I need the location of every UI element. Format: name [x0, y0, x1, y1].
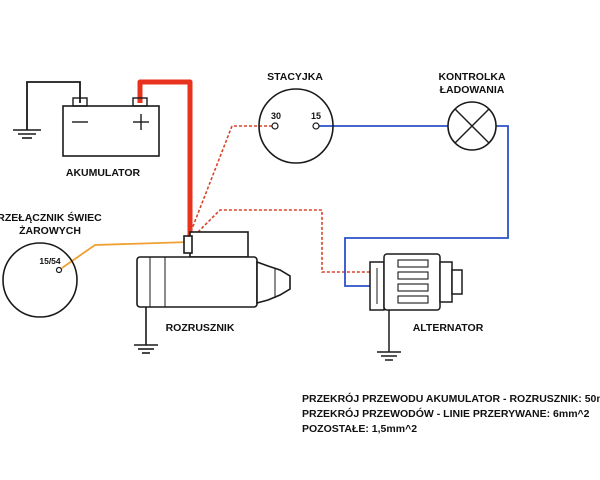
- ground-icon: [13, 129, 41, 139]
- ignition-terminal-30: [271, 122, 279, 130]
- ignition-lamp-alternator-wire: [317, 125, 509, 287]
- battery-ground-wire: [26, 81, 81, 130]
- starter-alternator-dashed-wire: [197, 209, 372, 273]
- starter-solenoid-cap: [183, 235, 193, 254]
- ignition-starter-dashed-wire: [189, 125, 272, 235]
- glow-switch-label-line1: PRZEŁĄCZNIK ŚWIEC: [0, 211, 102, 224]
- glow-plug-switch: PRZEŁĄCZNIK ŚWIEC ŻAROWYCH 15/54: [0, 211, 102, 318]
- note-line-2: PRZEKRÓJ PRZEWODÓW - LINIE PRZERYWANE: 6…: [302, 407, 590, 420]
- glow-switch-starter-wire: [61, 241, 191, 269]
- charge-lamp-label-line2: ŁADOWANIA: [440, 84, 505, 96]
- cable-notes: PRZEKRÓJ PRZEWODU AKUMULATOR - ROZRUSZNI…: [302, 392, 600, 435]
- alternator-pulley: [439, 261, 453, 303]
- glow-switch-terminal-label: 15/54: [39, 256, 61, 266]
- ignition-terminal-15: [312, 122, 320, 130]
- note-line-3: POZOSTAŁE: 1,5mm^2: [302, 423, 417, 435]
- starter-solenoid: [189, 231, 249, 258]
- ignition-label: STACYJKA: [267, 71, 323, 83]
- battery-starter-cable: [137, 79, 193, 240]
- ignition-switch: STACYJKA 30 15: [258, 71, 334, 164]
- starter-label: ROZRUSZNIK: [166, 322, 235, 334]
- battery-label: AKUMULATOR: [66, 167, 141, 179]
- alternator-label: ALTERNATOR: [413, 322, 484, 334]
- starter-drive-end: [256, 260, 291, 305]
- lamp-cross-icon: [454, 108, 490, 144]
- note-line-1: PRZEKRÓJ PRZEWODU AKUMULATOR - ROZRUSZNI…: [302, 392, 600, 405]
- glow-switch-label-line2: ŻAROWYCH: [19, 224, 81, 237]
- charge-lamp: KONTROLKA ŁADOWANIA: [438, 71, 506, 151]
- plus-icon: [133, 114, 149, 130]
- ignition-body: [258, 88, 334, 164]
- battery: AKUMULATOR: [13, 81, 160, 179]
- starter-motor: [134, 231, 291, 354]
- charge-lamp-label-line1: KONTROLKA: [438, 71, 505, 83]
- ground-icon: [377, 351, 401, 361]
- battery-body: [62, 105, 160, 157]
- starter-body: [136, 256, 258, 308]
- glow-switch-body: [2, 242, 78, 318]
- ignition-terminal-15-label: 15: [311, 111, 321, 121]
- alternator: [369, 253, 463, 361]
- ground-icon: [134, 344, 158, 354]
- ignition-terminal-30-label: 30: [271, 111, 281, 121]
- lamp-icon: [447, 101, 497, 151]
- glow-switch-terminal: [55, 266, 63, 274]
